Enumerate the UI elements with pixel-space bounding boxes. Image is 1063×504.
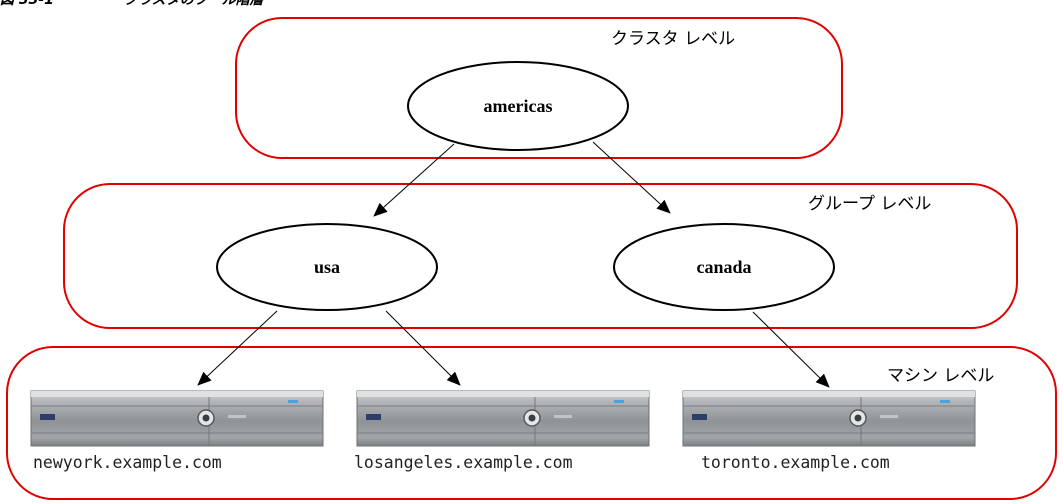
group-level-region: [63, 183, 1018, 329]
arrow-americas-to-canada: [592, 141, 671, 214]
toronto-server-icon: [682, 390, 976, 447]
americas-node-label: americas: [484, 96, 553, 116]
canada-node-label: canada: [696, 257, 751, 277]
usa-node-label: usa: [314, 257, 340, 277]
machine-level-label: マシン レベル: [887, 366, 994, 386]
group-level-label: グループ レベル: [808, 194, 931, 214]
americas-node: [407, 61, 629, 151]
arrow-usa-to-losangeles: [385, 310, 461, 386]
losangeles-server-icon: [356, 390, 650, 447]
arrow-canada-to-toronto: [752, 311, 830, 388]
canada-node: [613, 223, 835, 311]
machine-hostname-losangeles: losangeles.example.com: [354, 453, 573, 472]
figure-caption: 図 33-1 クラスタのツール階層: [0, 0, 264, 8]
newyork-server-icon: [30, 390, 324, 447]
machine-hostname-newyork: newyork.example.com: [33, 453, 222, 472]
arrow-americas-to-usa: [373, 143, 455, 217]
machine-hostname-toronto: toronto.example.com: [701, 453, 890, 472]
arrow-usa-to-newyork: [197, 310, 278, 386]
cluster-level-label: クラスタ レベル: [611, 29, 735, 49]
usa-node: [216, 223, 438, 311]
cluster-level-region: [235, 17, 843, 159]
machine-level-region: [6, 346, 1057, 500]
